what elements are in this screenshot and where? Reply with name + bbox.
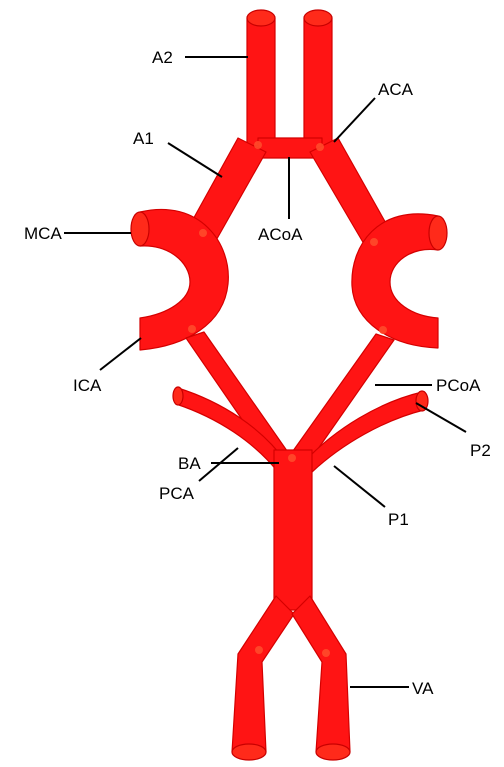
junction-mca-left [199, 229, 207, 237]
pca-label: PCA [159, 484, 195, 503]
p2-label: P2 [470, 441, 491, 460]
junction-aca-right [316, 143, 324, 151]
a2-left-vessel [247, 18, 275, 146]
p1-label: P1 [388, 510, 409, 529]
aca-leader-line [334, 98, 375, 142]
p2-leader-line [416, 403, 466, 432]
a2-right-vessel-end [304, 10, 332, 26]
acoa-label: ACoA [258, 225, 303, 244]
a2-right-vessel [304, 18, 332, 146]
aca-label: ACA [378, 80, 414, 99]
ica-label: ICA [73, 376, 102, 395]
mca-left-vessel-end [131, 212, 149, 246]
mca-right-vessel-end [429, 216, 447, 250]
va-label: VA [412, 679, 434, 698]
pca-leader-line [199, 448, 238, 481]
ba-vessel [274, 450, 312, 610]
junction-mca-right [370, 238, 378, 246]
va-left-vessel-end [232, 744, 266, 760]
ica-leader-line [100, 338, 141, 370]
a1-label: A1 [133, 129, 154, 148]
va-left-vessel [232, 596, 294, 752]
junction-ba-top [288, 454, 296, 462]
a1-leader-line [168, 143, 222, 177]
pcoa-label: PCoA [436, 376, 481, 395]
junction-ica-right [379, 326, 387, 334]
ba-label: BA [178, 454, 201, 473]
junction-va-right [322, 649, 330, 657]
a2-left-vessel-end [247, 10, 275, 26]
pca-left-vessel-end [173, 387, 183, 405]
va-right-vessel-end [316, 744, 350, 760]
va-right-vessel [292, 596, 350, 752]
junction-ica-left [188, 325, 196, 333]
p1-leader-line [334, 466, 385, 507]
mca-label: MCA [24, 224, 62, 243]
junction-va-left [255, 646, 263, 654]
junction-aca-left [254, 141, 262, 149]
a2-label: A2 [152, 48, 173, 67]
